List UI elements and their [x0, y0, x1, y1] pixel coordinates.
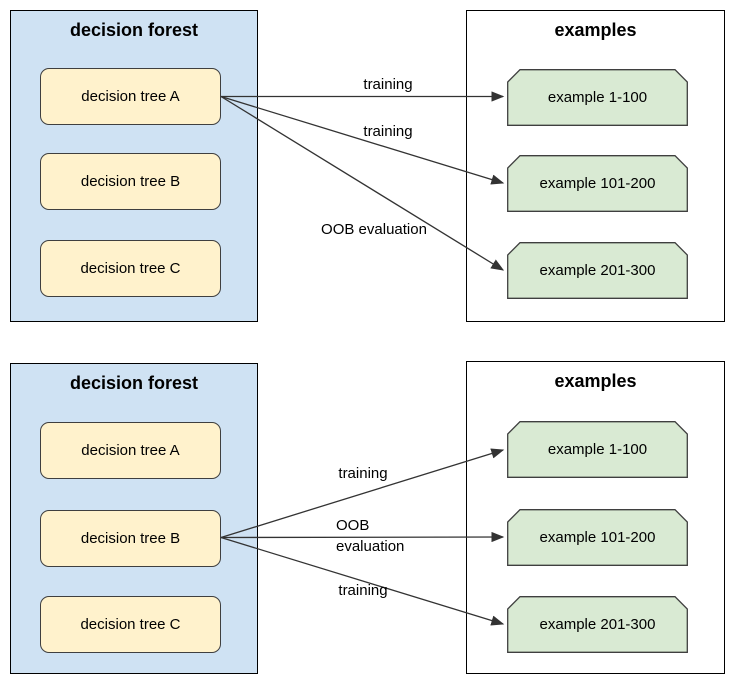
- beveled-card-shape: [507, 242, 688, 299]
- example-label: example 1-100: [547, 441, 648, 458]
- example-201-300-node-top: example 201-300: [507, 242, 688, 299]
- example-1-100-node-bottom: example 1-100: [507, 421, 688, 478]
- decision-tree-b-node-bottom: decision tree B: [40, 510, 221, 567]
- decision-tree-b-node-top: decision tree B: [40, 153, 221, 210]
- arrow-top-training-101-200: [220, 95, 505, 185]
- edge-label-top-training-2: training: [363, 123, 413, 140]
- tree-label: decision tree A: [81, 88, 180, 105]
- forest-title-bottom: decision forest: [69, 373, 199, 393]
- beveled-card-shape: [507, 509, 688, 566]
- beveled-card-shape: [507, 421, 688, 478]
- beveled-card-shape: [507, 596, 688, 653]
- example-label: example 101-200: [539, 529, 656, 546]
- example-label: example 1-100: [547, 89, 648, 106]
- decision-tree-a-node-top: decision tree A: [40, 68, 221, 125]
- example-label: example 101-200: [539, 175, 656, 192]
- example-101-200-node-top: example 101-200: [507, 155, 688, 212]
- example-label: example 201-300: [539, 616, 656, 633]
- example-label: example 201-300: [539, 262, 656, 279]
- tree-label: decision tree C: [80, 616, 181, 633]
- tree-label: decision tree B: [80, 530, 181, 547]
- decision-tree-a-node-bottom: decision tree A: [40, 422, 221, 479]
- edge-label-bottom-oob-evaluation: OOB evaluation: [336, 517, 405, 555]
- example-201-300-node-bottom: example 201-300: [507, 596, 688, 653]
- arrow-top-oob-201-300: [220, 95, 505, 271]
- forest-title-top: decision forest: [69, 20, 199, 40]
- examples-title-top: examples: [554, 20, 637, 40]
- edge-label-top-training-1: training: [363, 76, 413, 93]
- beveled-card-shape: [507, 155, 688, 212]
- example-1-100-node-top: example 1-100: [507, 69, 688, 126]
- beveled-card-shape: [507, 69, 688, 126]
- examples-title-bottom: examples: [554, 371, 637, 391]
- edge-label-bottom-training-1: training: [338, 465, 388, 482]
- edge-label-bottom-training-2: training: [338, 582, 388, 599]
- decision-tree-c-node-top: decision tree C: [40, 240, 221, 297]
- example-101-200-node-bottom: example 101-200: [507, 509, 688, 566]
- decision-tree-c-node-bottom: decision tree C: [40, 596, 221, 653]
- tree-label: decision tree B: [80, 173, 181, 190]
- edge-label-top-oob-evaluation: OOB evaluation: [321, 221, 427, 238]
- tree-label: decision tree C: [80, 260, 181, 277]
- tree-label: decision tree A: [81, 442, 180, 459]
